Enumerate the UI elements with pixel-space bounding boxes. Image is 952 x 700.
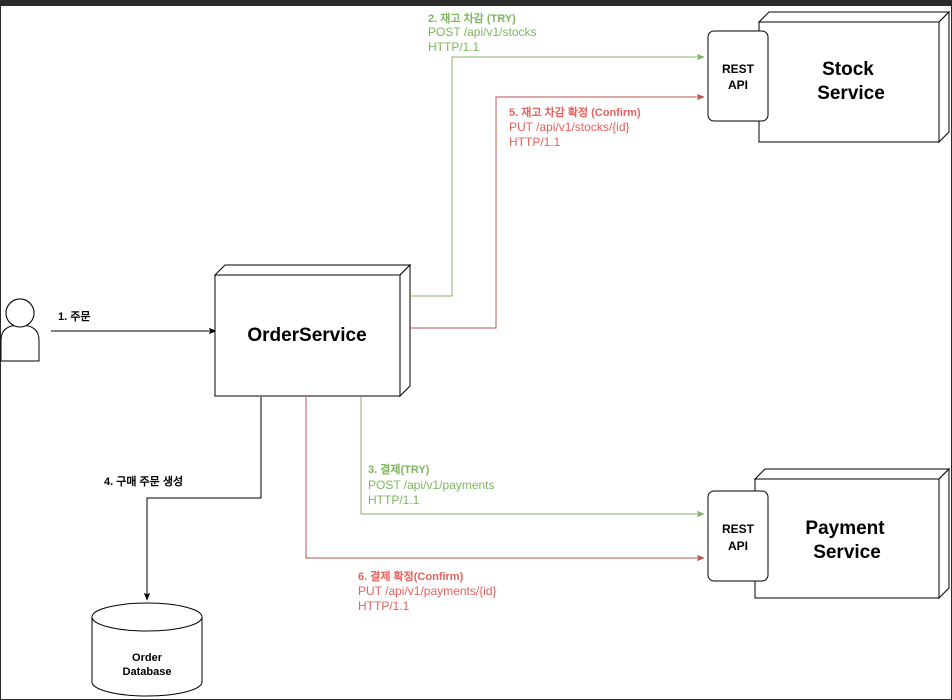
step-4-label: 4. 구매 주문 생성 bbox=[104, 474, 183, 488]
user-icon bbox=[0, 298, 40, 362]
step-1-label: 1. 주문 bbox=[58, 310, 90, 323]
stock-service-node[interactable]: Stock Service bbox=[757, 10, 951, 144]
stock-service-title-line2: Service bbox=[817, 83, 885, 104]
stock-rest-api[interactable]: REST API bbox=[707, 30, 769, 122]
arrow-payment-try bbox=[360, 397, 705, 518]
payment-service-node[interactable]: Payment Service bbox=[753, 467, 951, 600]
payment-confirm-endpoint: PUT /api/v1/payments/{id} bbox=[358, 584, 497, 598]
order-database-label-line2: Database bbox=[123, 666, 172, 678]
payment-service-title-line1: Payment bbox=[805, 518, 885, 539]
stock-api-line1: REST bbox=[722, 62, 755, 76]
stock-confirm-endpoint: PUT /api/v1/stocks/{id} bbox=[509, 120, 630, 134]
stock-try-endpoint: POST /api/v1/stocks bbox=[428, 25, 537, 39]
stock-try-protocol: HTTP/1.1 bbox=[428, 40, 480, 54]
payment-confirm-title: 6. 결제 확정(Confirm) bbox=[358, 569, 464, 583]
payment-confirm-protocol: HTTP/1.1 bbox=[358, 599, 410, 613]
payment-try-endpoint: POST /api/v1/payments bbox=[368, 478, 495, 492]
stock-try-title: 2. 재고 차감 (TRY) bbox=[428, 11, 516, 25]
payment-try-protocol: HTTP/1.1 bbox=[368, 493, 420, 507]
arrow-create-order bbox=[143, 397, 262, 601]
payment-service-title-line2: Service bbox=[813, 542, 881, 563]
stock-confirm-title: 5. 재고 차감 확정 (Confirm) bbox=[509, 105, 641, 119]
stock-confirm-protocol: HTTP/1.1 bbox=[509, 135, 561, 149]
payment-api-line2: API bbox=[728, 539, 748, 553]
payment-try-title: 3. 결제(TRY) bbox=[368, 462, 430, 476]
order-database-node[interactable]: Order Database bbox=[91, 602, 203, 697]
order-service-title: OrderService bbox=[247, 325, 366, 346]
payment-rest-api[interactable]: REST API bbox=[707, 490, 769, 582]
arrow-payment-confirm bbox=[305, 397, 705, 562]
payment-api-line1: REST bbox=[722, 522, 755, 536]
stock-service-title-line1: Stock bbox=[822, 59, 874, 80]
window-top-bar bbox=[0, 0, 952, 6]
arrow-stock-try bbox=[410, 53, 705, 297]
order-service-node[interactable]: OrderService bbox=[213, 263, 412, 398]
order-database-label-line1: Order bbox=[132, 652, 163, 664]
stock-api-line2: API bbox=[728, 78, 748, 92]
arrow-stock-confirm bbox=[410, 93, 705, 329]
